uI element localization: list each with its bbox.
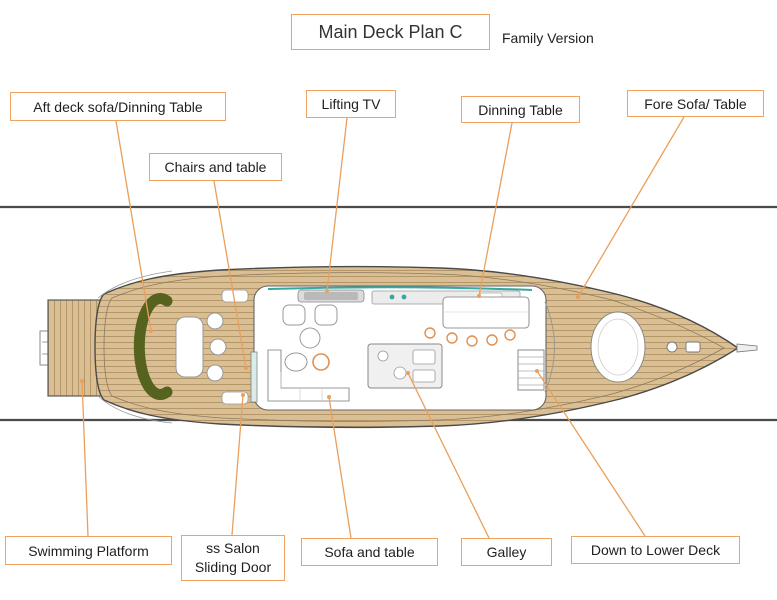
- callout-salon-sliding-door-line2: Sliding Door: [194, 559, 272, 575]
- windshield-strip: [267, 286, 533, 291]
- salon-sofa-shape: [267, 349, 350, 402]
- windlass: [666, 341, 678, 353]
- salon-chairs-and-table: [282, 304, 338, 349]
- aft-deck-sofa-shape: [133, 293, 173, 400]
- galley-island: [367, 343, 443, 389]
- callout-salon-sliding-door: ss Salon Sliding Door: [181, 535, 285, 581]
- callout-swimming-platform: Swimming Platform: [5, 536, 172, 565]
- aft-deck-chairs: [206, 312, 227, 382]
- aft-deck-table: [175, 316, 204, 378]
- anchor-hatch: [685, 341, 701, 353]
- stern-flare-top: [97, 270, 173, 299]
- dining-chairs: [424, 327, 516, 347]
- version-label: Family Version: [502, 30, 594, 46]
- fore-sunpad: [590, 311, 646, 383]
- callout-lifting-tv: Lifting TV: [306, 90, 396, 118]
- stairs-to-lower-deck: [517, 349, 545, 391]
- callout-fore-sofa: Fore Sofa/ Table: [627, 90, 764, 117]
- callout-aft-deck-sofa: Aft deck sofa/Dinning Table: [10, 92, 226, 121]
- callout-galley: Galley: [461, 538, 552, 566]
- dining-table-shape: [442, 296, 530, 329]
- leader-lines: [80, 116, 685, 539]
- stern-flare-bottom: [97, 395, 173, 424]
- lifting-tv-cabinet: [297, 289, 365, 303]
- callout-dinning-table: Dinning Table: [461, 96, 580, 123]
- page-title: Main Deck Plan C: [291, 14, 490, 50]
- bow-pulpit: [736, 343, 758, 353]
- yacht: [39, 265, 758, 429]
- callout-salon-sliding-door-line1: ss Salon: [206, 540, 260, 557]
- callout-chairs-and-table: Chairs and table: [149, 153, 282, 181]
- callout-sofa-and-table: Sofa and table: [301, 538, 438, 566]
- helm-console: [544, 301, 555, 393]
- salon-sliding-door-shape: [250, 351, 258, 403]
- gunwale-line: [103, 272, 725, 422]
- callout-down-to-lower-deck: Down to Lower Deck: [571, 536, 740, 564]
